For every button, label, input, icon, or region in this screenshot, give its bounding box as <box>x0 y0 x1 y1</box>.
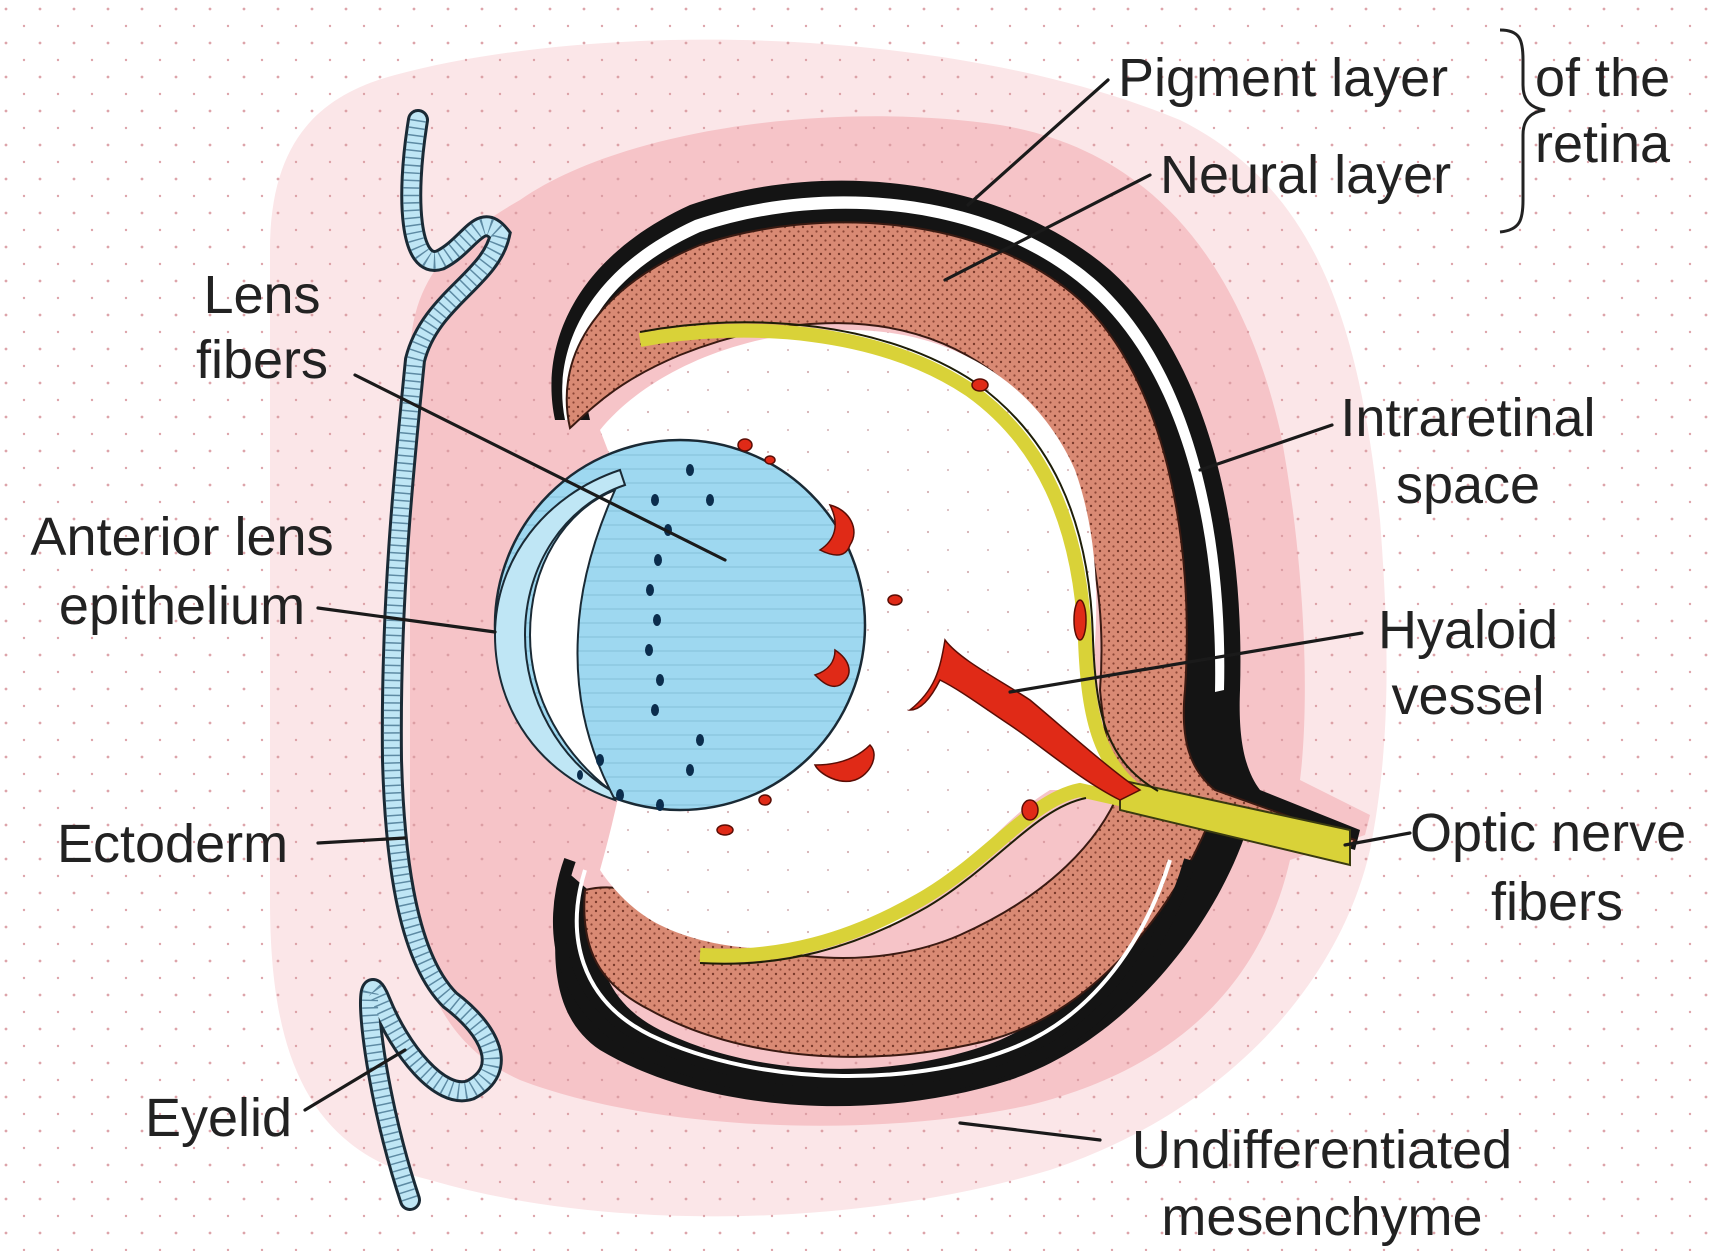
vessel-dot <box>738 439 752 451</box>
label-optic-nerve-2: fibers <box>1491 872 1623 932</box>
label-anterior-lens-1: Anterior lens <box>30 507 333 567</box>
label-optic-nerve-1: Optic nerve <box>1410 803 1686 863</box>
label-lens-fibers-2: fibers <box>196 330 328 390</box>
label-retina: retina <box>1535 114 1671 174</box>
label-of-the: of the <box>1535 48 1670 108</box>
label-intraretinal-1: Intraretinal <box>1340 388 1595 448</box>
vessel-dot <box>765 456 775 464</box>
label-eyelid: Eyelid <box>145 1088 292 1148</box>
label-mesenchyme-2: mesenchyme <box>1161 1187 1482 1247</box>
label-pigment-layer: Pigment layer <box>1118 48 1448 108</box>
vessel-dot <box>1022 800 1038 820</box>
vessel-dot <box>972 379 988 391</box>
vessel-dot <box>1074 600 1086 640</box>
label-hyaloid-2: vessel <box>1391 666 1544 726</box>
vessel-dot <box>759 795 771 805</box>
label-hyaloid-1: Hyaloid <box>1378 600 1558 660</box>
label-neural-layer: Neural layer <box>1160 145 1451 205</box>
label-lens-fibers-1: Lens <box>203 265 320 325</box>
label-intraretinal-2: space <box>1396 455 1540 515</box>
label-mesenchyme-1: Undifferentiated <box>1132 1120 1512 1180</box>
lens <box>495 440 865 811</box>
label-anterior-lens-2: epithelium <box>59 576 305 636</box>
label-ectoderm: Ectoderm <box>57 814 288 874</box>
vessel-dot <box>888 595 902 605</box>
vessel-dot <box>717 825 733 835</box>
